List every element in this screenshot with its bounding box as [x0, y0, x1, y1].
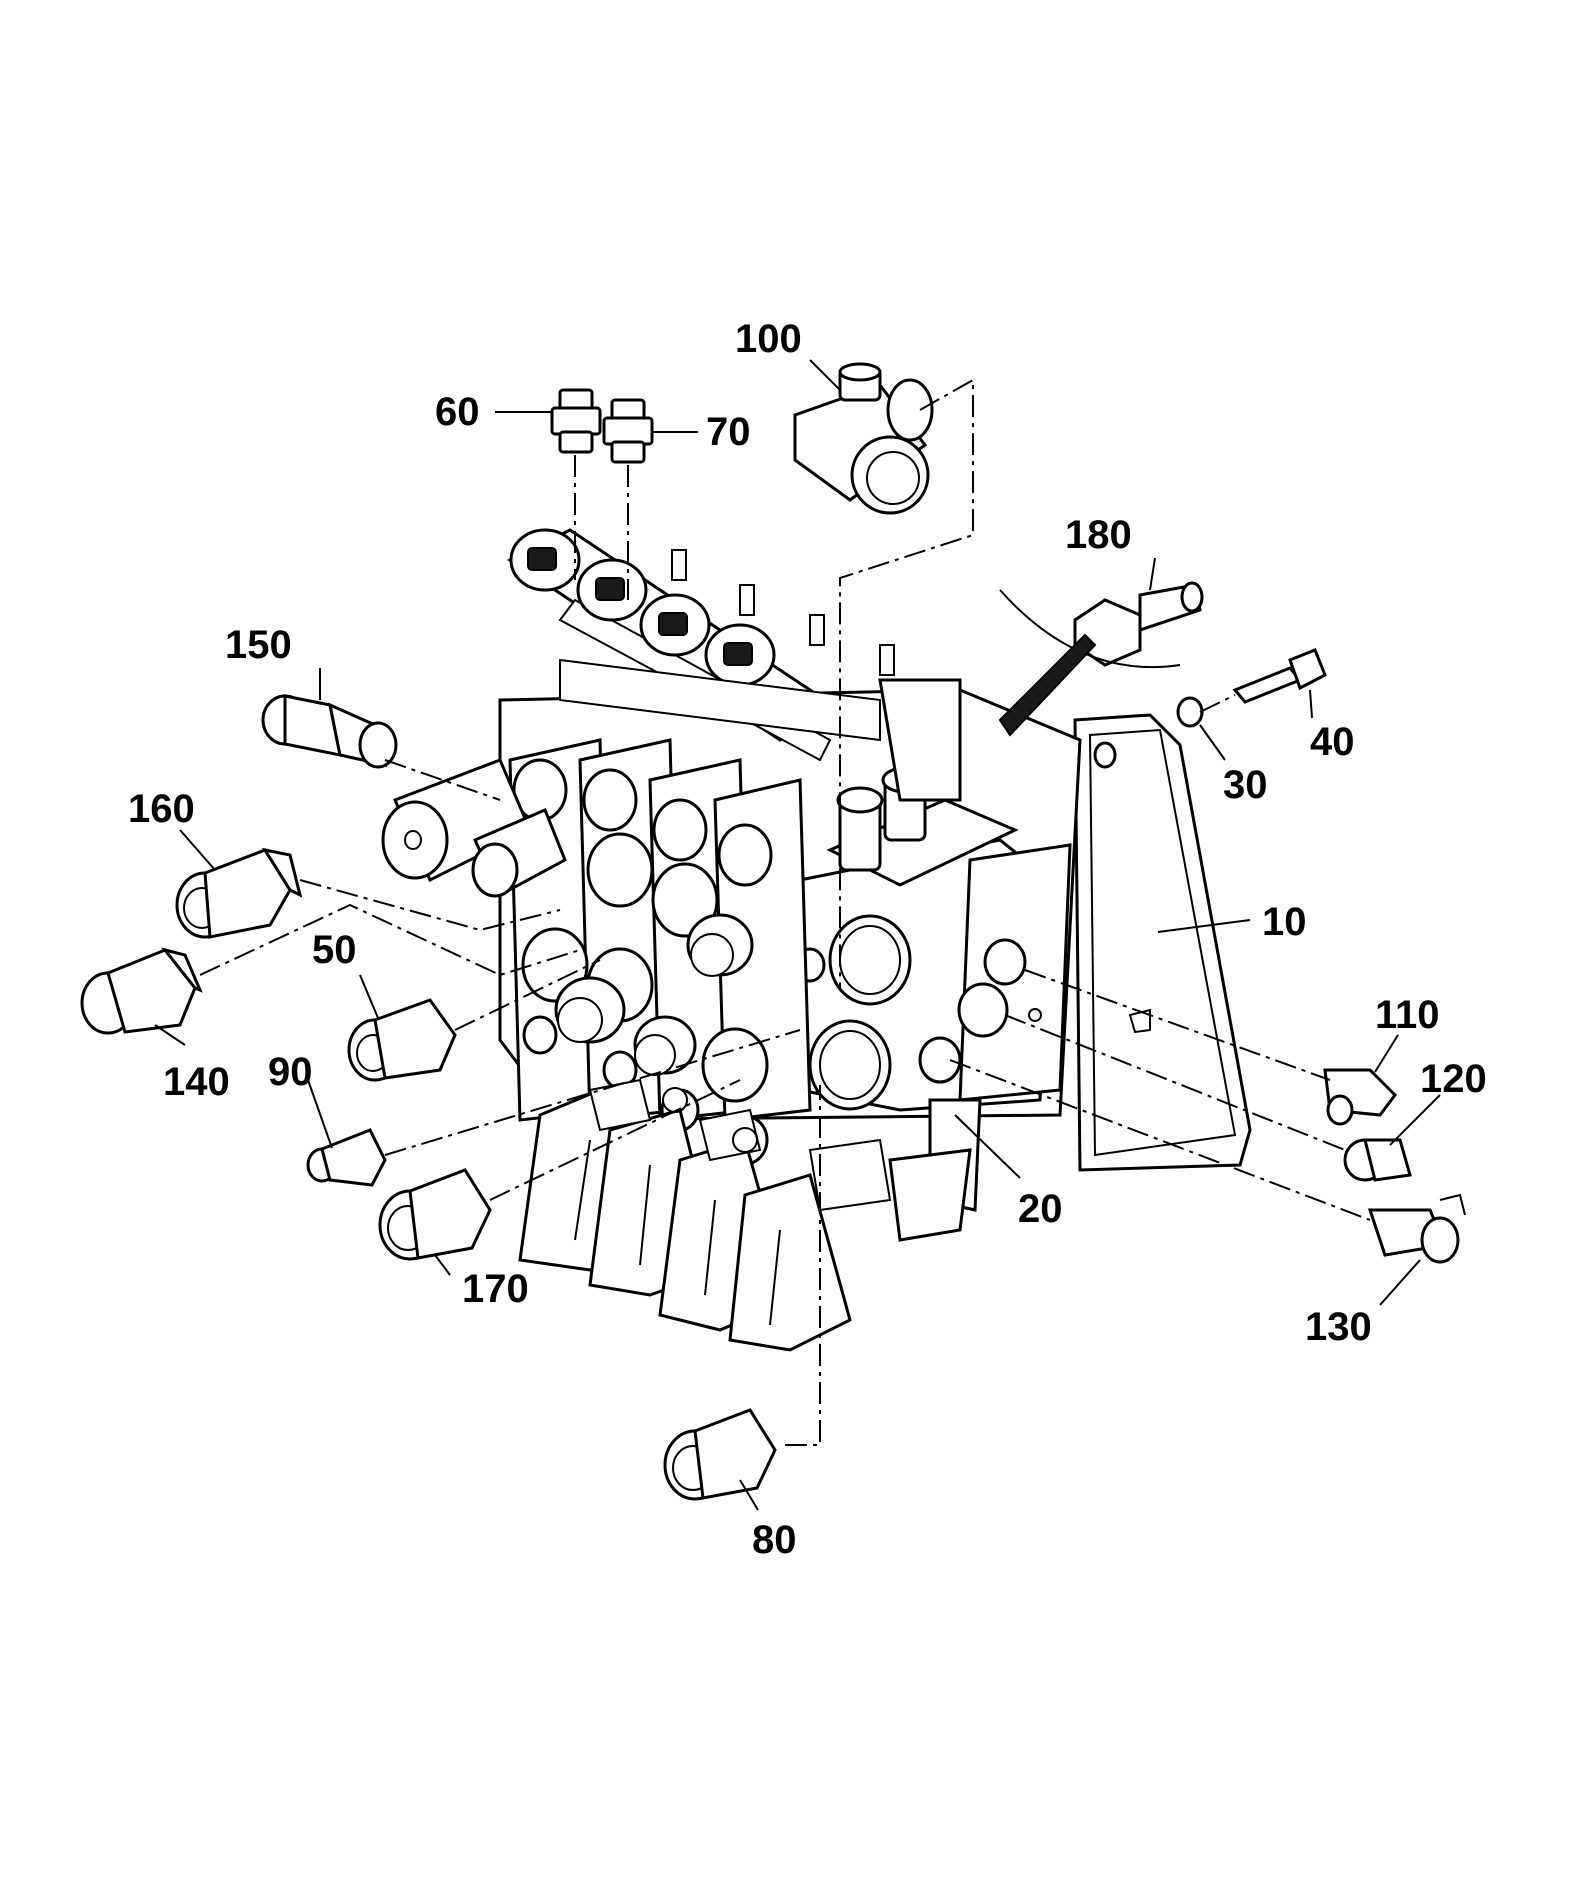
- detail-pointer: [998, 633, 1097, 737]
- adapter-160: [175, 847, 303, 939]
- callout-120: 120: [1420, 1057, 1487, 1101]
- plug-140: [80, 947, 203, 1035]
- mounting-bracket: [1073, 713, 1252, 1172]
- center-lines: [199, 378, 1371, 1446]
- callout-labels: 10 20 30 40 50 60 70 80 90 100 110 120 1…: [128, 317, 1487, 1562]
- bolt-40: [1232, 648, 1327, 704]
- adapter-50: [347, 998, 457, 1082]
- top-lever-manifold: [507, 528, 962, 802]
- bolt-180: [1073, 581, 1204, 667]
- washer-30: [1176, 696, 1204, 728]
- callout-170: 170: [462, 1267, 529, 1311]
- sensor-130: [1367, 1193, 1466, 1264]
- fitting-60: [550, 388, 602, 454]
- callout-40: 40: [1310, 720, 1355, 764]
- callout-150: 150: [225, 623, 292, 667]
- fitting-110: [1323, 1068, 1397, 1126]
- callout-60: 60: [435, 390, 480, 434]
- fitting-120: [1343, 1138, 1412, 1182]
- callout-140: 140: [163, 1060, 230, 1104]
- callout-90: 90: [268, 1050, 313, 1094]
- callout-80: 80: [752, 1518, 797, 1562]
- callout-100: 100: [735, 317, 802, 361]
- callout-10: 10: [1262, 900, 1307, 944]
- adapter-80: [663, 1408, 777, 1501]
- callout-70: 70: [706, 410, 751, 454]
- callout-20: 20: [1018, 1187, 1063, 1231]
- elbow-fitting-100: [793, 362, 934, 515]
- callout-30: 30: [1223, 763, 1268, 807]
- callout-180: 180: [1065, 513, 1132, 557]
- fitting-70: [602, 398, 654, 464]
- fitting-90: [306, 1128, 387, 1187]
- adapter-170: [378, 1168, 492, 1261]
- valve-sections: [508, 738, 812, 1166]
- bottom-lever-handles: [518, 1078, 892, 1352]
- callout-160: 160: [128, 787, 195, 831]
- solenoid-actuator: [381, 758, 567, 898]
- leader-lines: [154, 359, 1441, 1511]
- callout-130: 130: [1305, 1305, 1372, 1349]
- callout-50: 50: [312, 928, 357, 972]
- elbow-fitting-150: [261, 694, 398, 769]
- callout-110: 110: [1375, 993, 1440, 1037]
